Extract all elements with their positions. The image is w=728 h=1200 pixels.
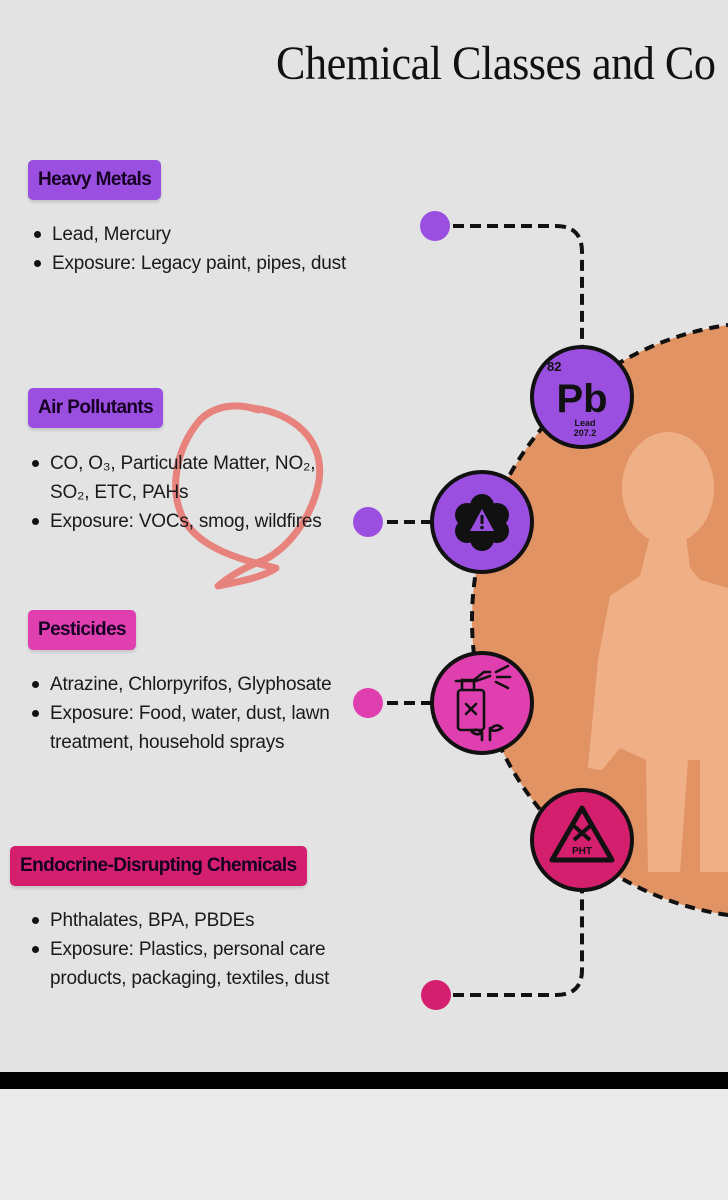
list-item: Exposure: Legacy paint, pipes, dust (30, 249, 370, 278)
human-silhouette-icon (588, 432, 728, 872)
phthalate-recycle-icon: PHT (530, 788, 634, 892)
connector-heavy-metals (436, 224, 584, 350)
dot-air-pollutants (353, 507, 383, 537)
list-item: CO, O₃, Particulate Matter, NO₂, SO₂, ET… (28, 449, 338, 507)
connector-endocrine (436, 890, 584, 997)
badge-heavy-metals: Heavy Metals (28, 160, 162, 200)
dot-endocrine (421, 980, 451, 1010)
bottom-empty-area (0, 1089, 728, 1200)
pht-label: PHT (572, 846, 592, 857)
lead-symbol: Pb (556, 377, 607, 421)
badge-pesticides: Pesticides (28, 610, 136, 650)
list-endocrine-disrupting: Phthalates, BPA, PBDEs Exposure: Plastic… (28, 906, 388, 993)
list-item: Atrazine, Chlorpyrifos, Glyphosate (28, 670, 348, 699)
annotation-scribble (172, 402, 324, 590)
lead-mass: 207.2 (574, 428, 597, 438)
list-item: Phthalates, BPA, PBDEs (28, 906, 388, 935)
lead-atomic-number: 82 (547, 359, 561, 374)
lead-element-icon: 82 Pb Lead 207.2 (530, 345, 634, 449)
body-circle-outline (470, 323, 728, 917)
dot-pesticides (353, 688, 383, 718)
warning-flower-icon (430, 470, 534, 574)
badge-air-pollutants: Air Pollutants (28, 388, 164, 428)
list-item: Exposure: VOCs, smog, wildfires (28, 507, 338, 536)
bottom-divider-bar (0, 1072, 728, 1089)
list-item: Exposure: Food, water, dust, lawn treatm… (28, 699, 348, 757)
page-title: Chemical Classes and Co (276, 37, 716, 90)
dot-heavy-metals (420, 211, 450, 241)
list-pesticides: Atrazine, Chlorpyrifos, Glyphosate Expos… (28, 670, 348, 757)
list-air-pollutants: CO, O₃, Particulate Matter, NO₂, SO₂, ET… (28, 449, 338, 536)
badge-endocrine-disrupting: Endocrine-Disrupting Chemicals (10, 846, 307, 886)
pesticide-sprayer-icon (430, 651, 534, 755)
lead-name: Lead (574, 418, 595, 428)
list-item: Exposure: Plastics, personal care produc… (28, 935, 388, 993)
list-item: Lead, Mercury (30, 220, 370, 249)
list-heavy-metals: Lead, Mercury Exposure: Legacy paint, pi… (30, 220, 370, 278)
